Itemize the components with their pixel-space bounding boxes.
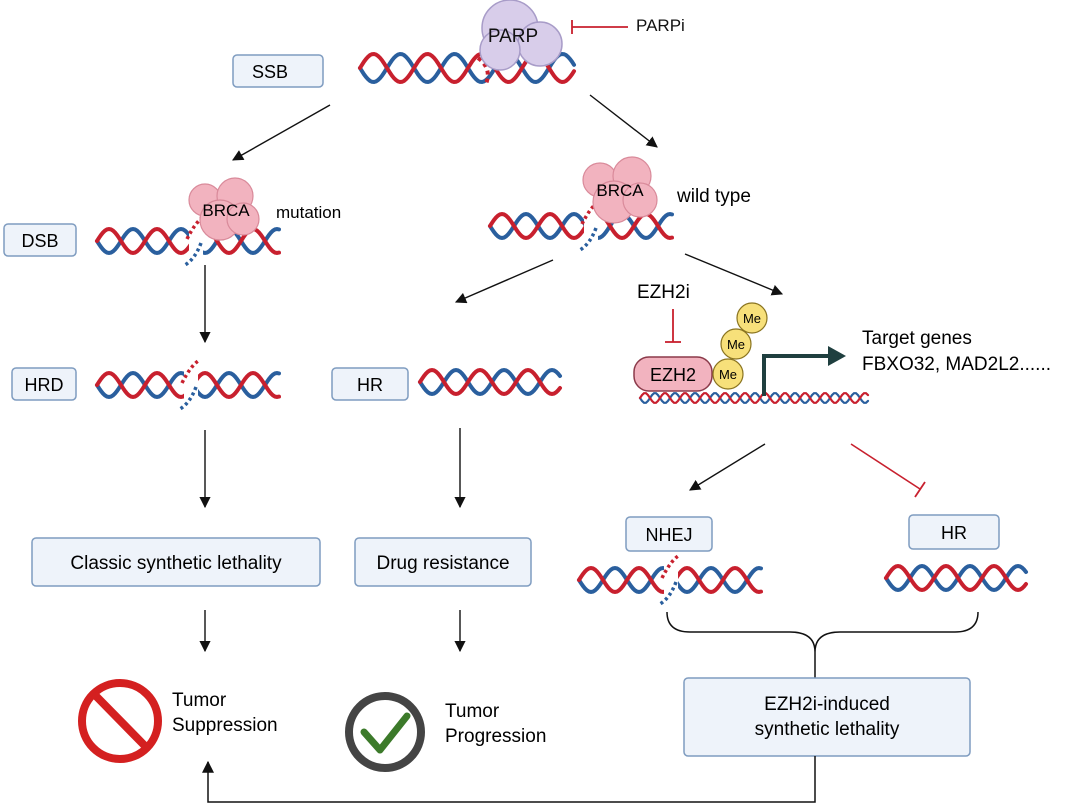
svg-text:HR: HR xyxy=(357,375,383,395)
check-circle-icon xyxy=(345,692,425,772)
dna-target xyxy=(638,392,870,404)
svg-text:EZH2i-induced: EZH2i-induced xyxy=(764,694,890,715)
ezh2i-label: EZH2i xyxy=(637,282,690,303)
dsb-box: DSB xyxy=(3,223,77,257)
brca-wildtype-protein: BRCA xyxy=(582,156,658,224)
transcription-arrow xyxy=(762,346,846,396)
arrow-wt-ezh2 xyxy=(684,253,784,296)
svg-text:Me: Me xyxy=(727,337,745,352)
no-entry-icon xyxy=(78,679,162,763)
tumor-suppression-line2: Suppression xyxy=(172,715,278,736)
tumor-progression-line2: Progression xyxy=(445,726,546,747)
ezh2i-inhibit xyxy=(665,309,681,343)
classic-sl-box: Classic synthetic lethality xyxy=(31,537,321,587)
arrow-target-nhej xyxy=(689,443,766,491)
svg-text:Drug resistance: Drug resistance xyxy=(376,553,509,574)
svg-text:Me: Me xyxy=(719,367,737,382)
drug-resistance-box: Drug resistance xyxy=(354,537,532,587)
svg-text:DSB: DSB xyxy=(21,231,58,251)
parpi-inhibit: PARPi xyxy=(571,16,685,35)
dna-hr-right xyxy=(884,563,1028,593)
nhej-box: NHEJ xyxy=(625,516,713,552)
ezh2i-sl-box: EZH2i-induced synthetic lethality xyxy=(683,677,971,757)
svg-text:BRCA: BRCA xyxy=(596,181,644,200)
arrow-top-left xyxy=(232,104,331,161)
dna-hr-mid xyxy=(418,367,562,397)
svg-text:Me: Me xyxy=(743,311,761,326)
svg-text:synthetic lethality: synthetic lethality xyxy=(755,719,900,740)
ezh2-protein: EZH2 xyxy=(633,356,713,392)
hr-mid-box: HR xyxy=(331,367,409,401)
svg-text:HR: HR xyxy=(941,523,967,543)
merge-bracket xyxy=(666,611,979,653)
arrow-wt-hr xyxy=(454,259,554,304)
parp-protein: PARP xyxy=(479,0,563,71)
svg-text:EZH2: EZH2 xyxy=(650,365,696,385)
dna-nhej xyxy=(577,554,763,606)
mutation-label: mutation xyxy=(276,203,341,222)
gene-list-label: FBXO32, MAD2L2...... xyxy=(862,354,1051,375)
wild-type-label: wild type xyxy=(676,186,751,207)
tumor-suppression-line1: Tumor xyxy=(172,690,227,711)
dna-hrd xyxy=(95,359,281,411)
ssb-break-mark xyxy=(476,56,490,85)
target-genes-label: Target genes xyxy=(862,328,972,349)
svg-text:SSB: SSB xyxy=(252,62,288,82)
svg-text:HRD: HRD xyxy=(25,375,64,395)
svg-text:Classic synthetic lethality: Classic synthetic lethality xyxy=(70,553,282,574)
inhibit-target-hr xyxy=(850,443,926,498)
hrd-box: HRD xyxy=(11,367,77,401)
arrow-top-right xyxy=(589,94,658,148)
me-marks: Me Me Me xyxy=(712,302,768,390)
hr-right-box: HR xyxy=(908,514,1000,550)
brca-mutant-protein: BRCA xyxy=(188,177,260,241)
ssb-box: SSB xyxy=(232,54,324,88)
parpi-label: PARPi xyxy=(636,16,685,35)
svg-text:BRCA: BRCA xyxy=(202,201,250,220)
parp-label: PARP xyxy=(488,26,538,47)
tumor-progression-line1: Tumor xyxy=(445,701,500,722)
svg-text:NHEJ: NHEJ xyxy=(645,525,692,545)
return-arrow xyxy=(202,756,816,803)
